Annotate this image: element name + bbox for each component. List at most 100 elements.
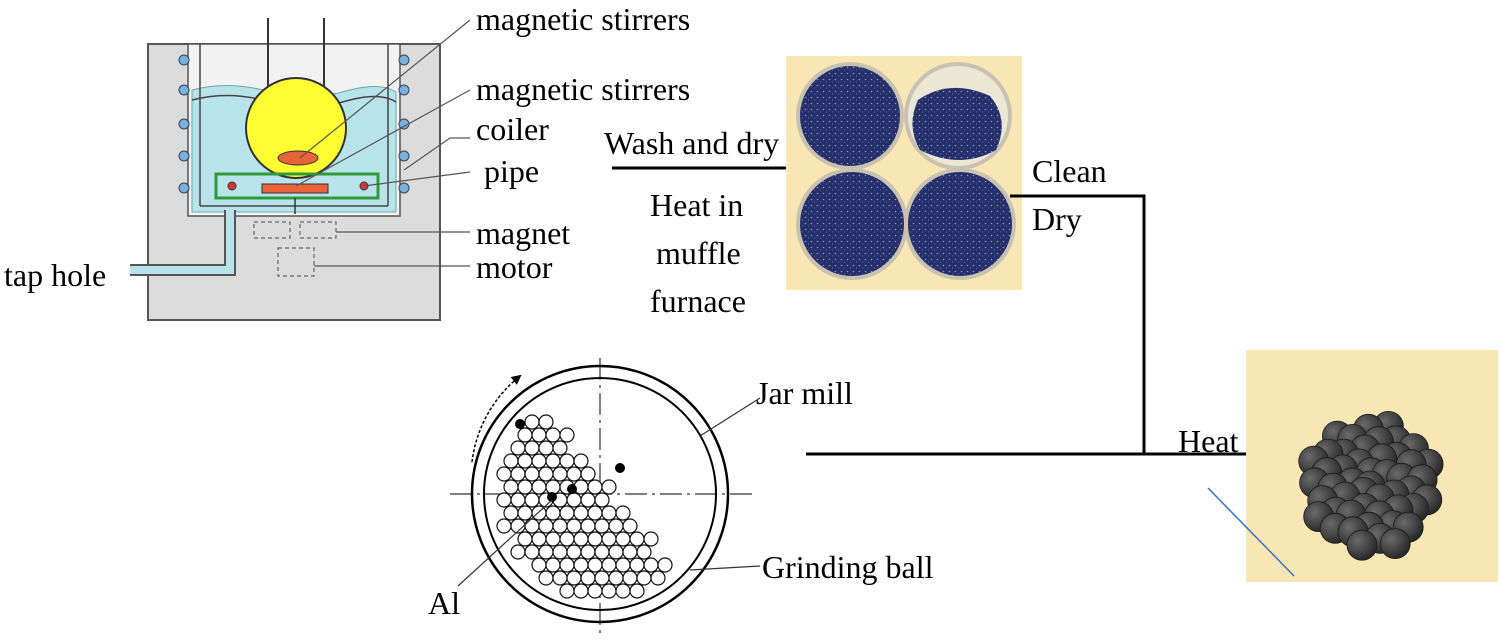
grinding-ball — [601, 557, 617, 573]
grinding-ball — [573, 557, 589, 573]
grinding-ball — [552, 518, 568, 534]
label-grinding-ball: Grinding ball — [762, 549, 934, 585]
grinding-ball — [580, 570, 596, 586]
grinding-ball — [615, 583, 631, 599]
grinding-ball — [559, 583, 575, 599]
label-magnetic-stirrers-2: magnetic stirrers — [476, 71, 690, 107]
leader-jar-mill — [699, 397, 761, 437]
grinding-ball — [601, 583, 617, 599]
grinding-ball — [615, 557, 631, 573]
grinding-ball — [545, 427, 561, 443]
grinding-ball — [531, 479, 547, 495]
grinding-ball — [594, 570, 610, 586]
grinding-ball — [559, 557, 575, 573]
grinding-ball — [601, 531, 617, 547]
grinding-ball — [580, 466, 596, 482]
grinding-ball — [538, 544, 554, 560]
green-frame — [214, 172, 380, 200]
label-jar-mill: Jar mill — [756, 375, 853, 411]
grinding-ball — [643, 531, 659, 547]
grinding-ball — [580, 518, 596, 534]
stir-plate — [261, 183, 329, 194]
petri-dish-3 — [796, 168, 908, 280]
pellet-sphere — [1346, 529, 1378, 561]
tap-hole-pipe-inner — [130, 210, 234, 274]
grinding-ball — [496, 492, 512, 508]
grinding-ball — [538, 466, 554, 482]
grinding-ball — [531, 453, 547, 469]
grinding-ball — [517, 453, 533, 469]
grinding-ball — [503, 453, 519, 469]
leader-al — [457, 499, 553, 587]
grinding-ball — [622, 518, 638, 534]
grinding-ball — [538, 518, 554, 534]
grinding-ball — [573, 531, 589, 547]
grinding-ball — [580, 544, 596, 560]
grinding-ball — [531, 427, 547, 443]
grinding-ball — [559, 505, 575, 521]
path-clean-dry — [1010, 194, 1146, 454]
grinding-ball — [629, 531, 645, 547]
label-tap-hole: tap hole — [4, 257, 106, 293]
grinding-ball — [636, 570, 652, 586]
grinding-ball — [566, 518, 582, 534]
pellet-sphere — [1379, 528, 1411, 559]
grinding-ball — [643, 557, 659, 573]
leader-magnetic-stirrers-2 — [295, 89, 471, 187]
grinding-ball — [573, 583, 589, 599]
label-heat-in: Heat in — [650, 187, 743, 223]
grinding-ball — [587, 479, 603, 495]
grinding-ball — [524, 492, 540, 508]
grinding-ball — [629, 583, 645, 599]
grinding-ball — [566, 544, 582, 560]
grinding-ball — [531, 531, 547, 547]
label-wash-and-dry: Wash and dry — [604, 125, 779, 161]
grinding-ball — [573, 453, 589, 469]
grinding-ball — [594, 492, 610, 508]
grinding-ball — [545, 557, 561, 573]
grinding-ball — [594, 518, 610, 534]
pipe-dot-left — [227, 181, 237, 191]
grinding-ball — [510, 544, 526, 560]
petri-dish-1 — [796, 62, 904, 170]
label-al: Al — [428, 585, 460, 621]
grinding-ball — [622, 544, 638, 560]
grinding-ball — [566, 466, 582, 482]
label-motor: motor — [476, 249, 553, 285]
stirring-apparatus — [130, 18, 471, 321]
grinding-ball — [580, 492, 596, 508]
label-pipe: pipe — [484, 153, 539, 189]
grinding-ball — [559, 531, 575, 547]
grinding-ball — [587, 531, 603, 547]
grinding-ball — [587, 583, 603, 599]
grinding-ball — [601, 505, 617, 521]
leader-magnetic-stirrers-1 — [299, 19, 471, 159]
grinding-ball — [615, 531, 631, 547]
product-photo — [1207, 350, 1498, 582]
al-particle — [515, 419, 525, 429]
grinding-ball — [510, 492, 526, 508]
label-furnace: furnace — [650, 283, 746, 319]
grinding-ball — [657, 557, 673, 573]
stir-bar-in-flask — [277, 150, 319, 166]
al-particle — [547, 492, 557, 502]
grinding-ball — [517, 427, 533, 443]
grinding-ball — [510, 466, 526, 482]
grinding-ball — [545, 531, 561, 547]
photo-scratch-line — [1207, 487, 1295, 577]
grinding-ball — [538, 414, 554, 430]
flask — [245, 77, 347, 179]
grinding-ball — [538, 570, 554, 586]
grinding-ball — [496, 518, 512, 534]
petri-dishes-photo — [786, 56, 1022, 290]
grinding-ball — [615, 505, 631, 521]
label-clean: Clean — [1032, 153, 1107, 189]
leader-grinding-ball — [689, 565, 761, 571]
al-particle — [567, 484, 577, 494]
grinding-ball — [622, 570, 638, 586]
grinding-ball — [510, 440, 526, 456]
grinding-ball — [552, 544, 568, 560]
grinding-ball — [587, 505, 603, 521]
